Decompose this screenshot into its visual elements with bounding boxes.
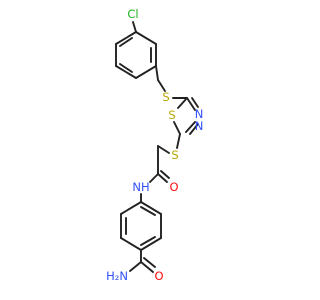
chlorophenyl-ring [115, 31, 157, 79]
bond-carbonyl-to-nh [149, 173, 159, 183]
atom-ring-nitrogen-upper: N [195, 107, 204, 121]
bond-linker-s-to-ch2 [157, 145, 170, 154]
bond-carboxamide-to-nh2 [129, 261, 142, 272]
atom-ring-sulfur: S [168, 108, 175, 122]
atom-terminal-amine: H₂N [106, 269, 128, 283]
bond-carboxamide-double-b [143, 257, 156, 268]
bond-ring-to-ch2 [155, 65, 159, 81]
bond-thiadiazole-to-linker-s [176, 133, 181, 149]
atom-thioether-sulfur: S [162, 90, 169, 104]
atom-amide-oxygen: O [169, 180, 178, 194]
atom-amide-nitrogen: NH [132, 180, 149, 194]
bond-carboxamide-double-a [140, 261, 154, 273]
molecule-structure-diagram: Cl S N N S S O NH O H₂N [106, 7, 204, 283]
bond-carbonyl-double-b [160, 170, 170, 179]
atom-terminal-oxygen: O [154, 269, 163, 283]
bond-ch2-to-s [157, 79, 166, 92]
atom-linker-sulfur: S [171, 148, 178, 162]
atom-chlorine: Cl [127, 7, 138, 21]
bond-carbonyl-double-a [157, 173, 168, 183]
atom-ring-nitrogen-lower: N [195, 119, 204, 133]
benzamide-ring [120, 201, 162, 251]
bond-ring-to-chlorine [132, 21, 137, 33]
thiadiazole-ring [173, 97, 199, 135]
